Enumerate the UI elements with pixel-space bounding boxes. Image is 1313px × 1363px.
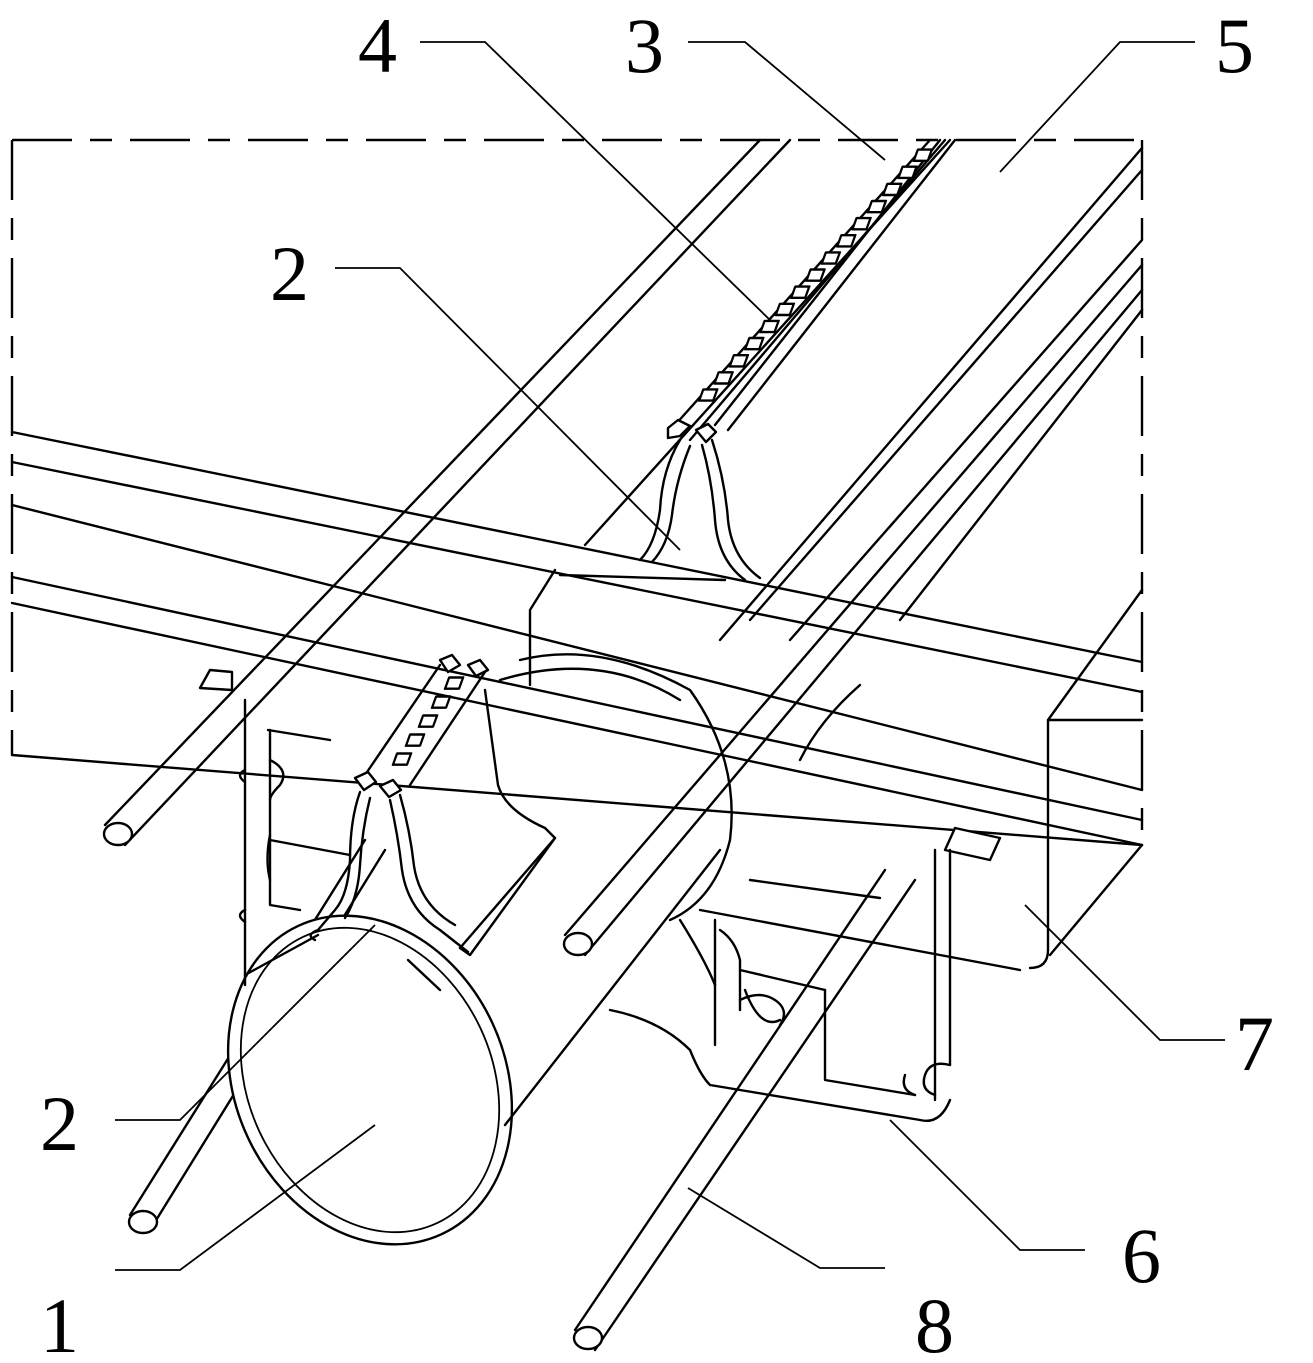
lower-clip [243, 653, 490, 992]
left-flange [198, 668, 352, 987]
leader-4 [420, 41, 771, 321]
strip-hole [417, 714, 439, 728]
strip-hole [759, 319, 780, 334]
strip-hole [897, 165, 918, 180]
callout-8: 8 [915, 1282, 954, 1363]
lower-channel [608, 826, 1002, 1122]
callout-2-upper: 2 [270, 230, 309, 317]
strip-hole [774, 302, 796, 317]
upper-clip [638, 418, 762, 582]
callout-6: 6 [1122, 1212, 1161, 1299]
strip-hole [851, 216, 872, 231]
strip-hole [866, 199, 888, 214]
leader-lines [115, 41, 1225, 1271]
callout-5: 5 [1215, 2, 1254, 89]
strip-hole [713, 371, 734, 385]
leader-8 [687, 1187, 885, 1269]
strip-hole [805, 268, 826, 282]
strip-hole [789, 285, 811, 300]
callout-7: 7 [1235, 1000, 1274, 1087]
pipe [226, 653, 733, 1246]
strip-hole [743, 336, 765, 351]
strip-hole [881, 182, 903, 197]
channel-track [583, 138, 1144, 642]
strip-hole [404, 733, 426, 747]
callout-1: 1 [40, 1282, 79, 1363]
channel-web [528, 568, 727, 687]
leader-3 [688, 41, 886, 161]
leader-7 [1024, 904, 1225, 1041]
perforated-strip [673, 138, 947, 442]
leader-2-lower [115, 924, 376, 1121]
strip-hole [697, 388, 719, 402]
callout-2-lower: 2 [40, 1080, 79, 1167]
diagonal-rebar [102, 138, 1144, 1352]
beam-body [698, 588, 1144, 972]
leader-1 [115, 1124, 376, 1271]
callout-labels: 1 2 2 3 4 5 6 7 8 [40, 2, 1274, 1363]
leader-2-upper [335, 267, 681, 551]
callout-3: 3 [625, 2, 664, 89]
strip-hole [443, 676, 465, 690]
slab-outline [10, 138, 1144, 845]
transverse-bars [10, 430, 1144, 847]
leader-5 [999, 41, 1195, 173]
callout-4: 4 [358, 2, 397, 89]
strip-hole [391, 752, 413, 766]
strip-hole [430, 695, 452, 709]
strip-hole [820, 251, 842, 265]
leader-6 [889, 1119, 1085, 1251]
strip-hole [728, 354, 750, 368]
strip-hole [912, 148, 934, 163]
strip-hole [835, 233, 857, 248]
